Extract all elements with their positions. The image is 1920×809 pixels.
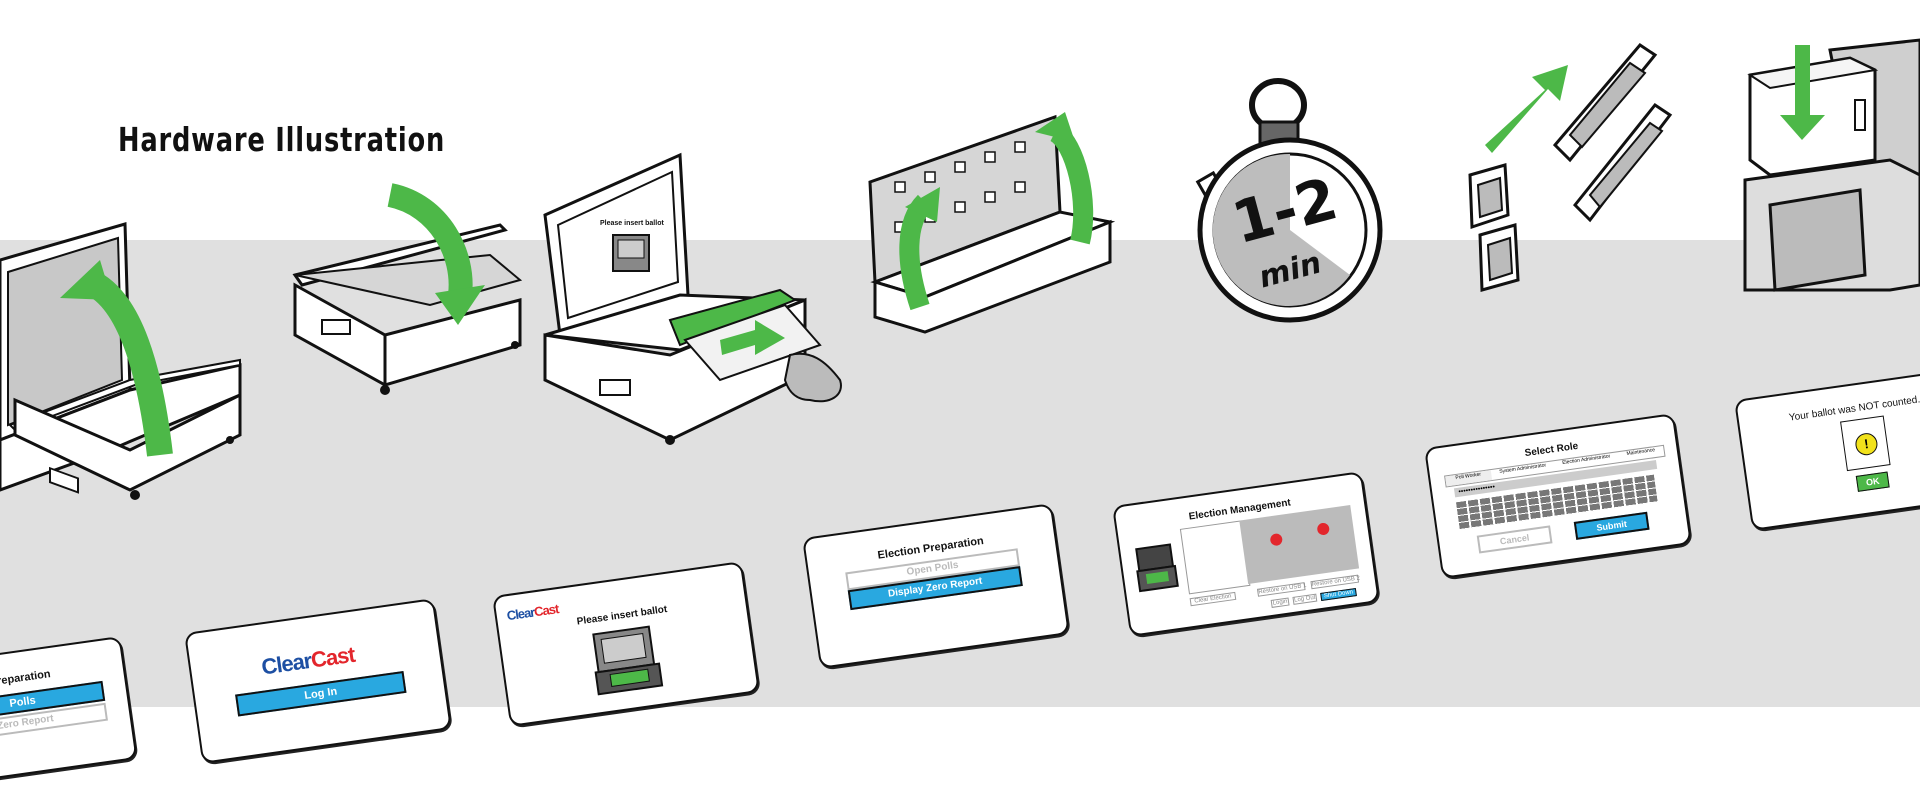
cancel-button[interactable]: Cancel — [1476, 525, 1553, 554]
restore-usb2-button[interactable]: Restore on USB 2 — [1310, 574, 1361, 590]
ballot-box-open-icon — [868, 112, 1116, 334]
tab-maintenance[interactable]: Maintenance — [1626, 447, 1656, 458]
alert-icon — [1269, 532, 1284, 547]
screen-card-preparation-partial: Preparation Polls Zero Report — [0, 635, 138, 789]
shutdown-button[interactable]: Shut Down — [1320, 588, 1357, 601]
ballot-box-drop-icon — [1743, 38, 1920, 292]
scanner-open-lid-icon — [0, 222, 242, 500]
ok-button[interactable]: OK — [1855, 471, 1890, 492]
stopwatch-icon: 1-2 min — [1195, 78, 1383, 323]
screen-insert-text: Please insert ballot — [600, 220, 664, 227]
scanner-thumbnail-icon — [1135, 543, 1179, 593]
login-button[interactable]: Log In — [235, 671, 407, 717]
scanner-thumbnail-icon — [592, 625, 664, 696]
alert-icon — [1316, 522, 1331, 536]
usb-drive-icon — [1468, 43, 1673, 292]
page-heading: Hardware Illustration — [118, 120, 446, 159]
management-map — [1239, 505, 1360, 584]
clear-election-button[interactable]: Clear Election — [1189, 591, 1237, 607]
restore-usb1-button[interactable]: Restore on USB 1 — [1256, 582, 1307, 597]
ballot-insert-icon: Please insert ballot — [543, 152, 842, 445]
logout-mini-button[interactable]: Log Out — [1292, 593, 1318, 605]
warning-card: ! — [1840, 415, 1891, 472]
warning-icon: ! — [1854, 431, 1879, 457]
clearcast-logo: ClearCast — [259, 641, 357, 680]
submit-button[interactable]: Submit — [1573, 511, 1650, 540]
login-mini-button[interactable]: Login — [1270, 597, 1290, 608]
screen-card-election-management: Election Management Clear Election Resto… — [1112, 471, 1380, 637]
scanner-close-lid-icon — [292, 183, 523, 395]
screen-card-insert: ClearCast Please insert ballot — [492, 561, 760, 727]
